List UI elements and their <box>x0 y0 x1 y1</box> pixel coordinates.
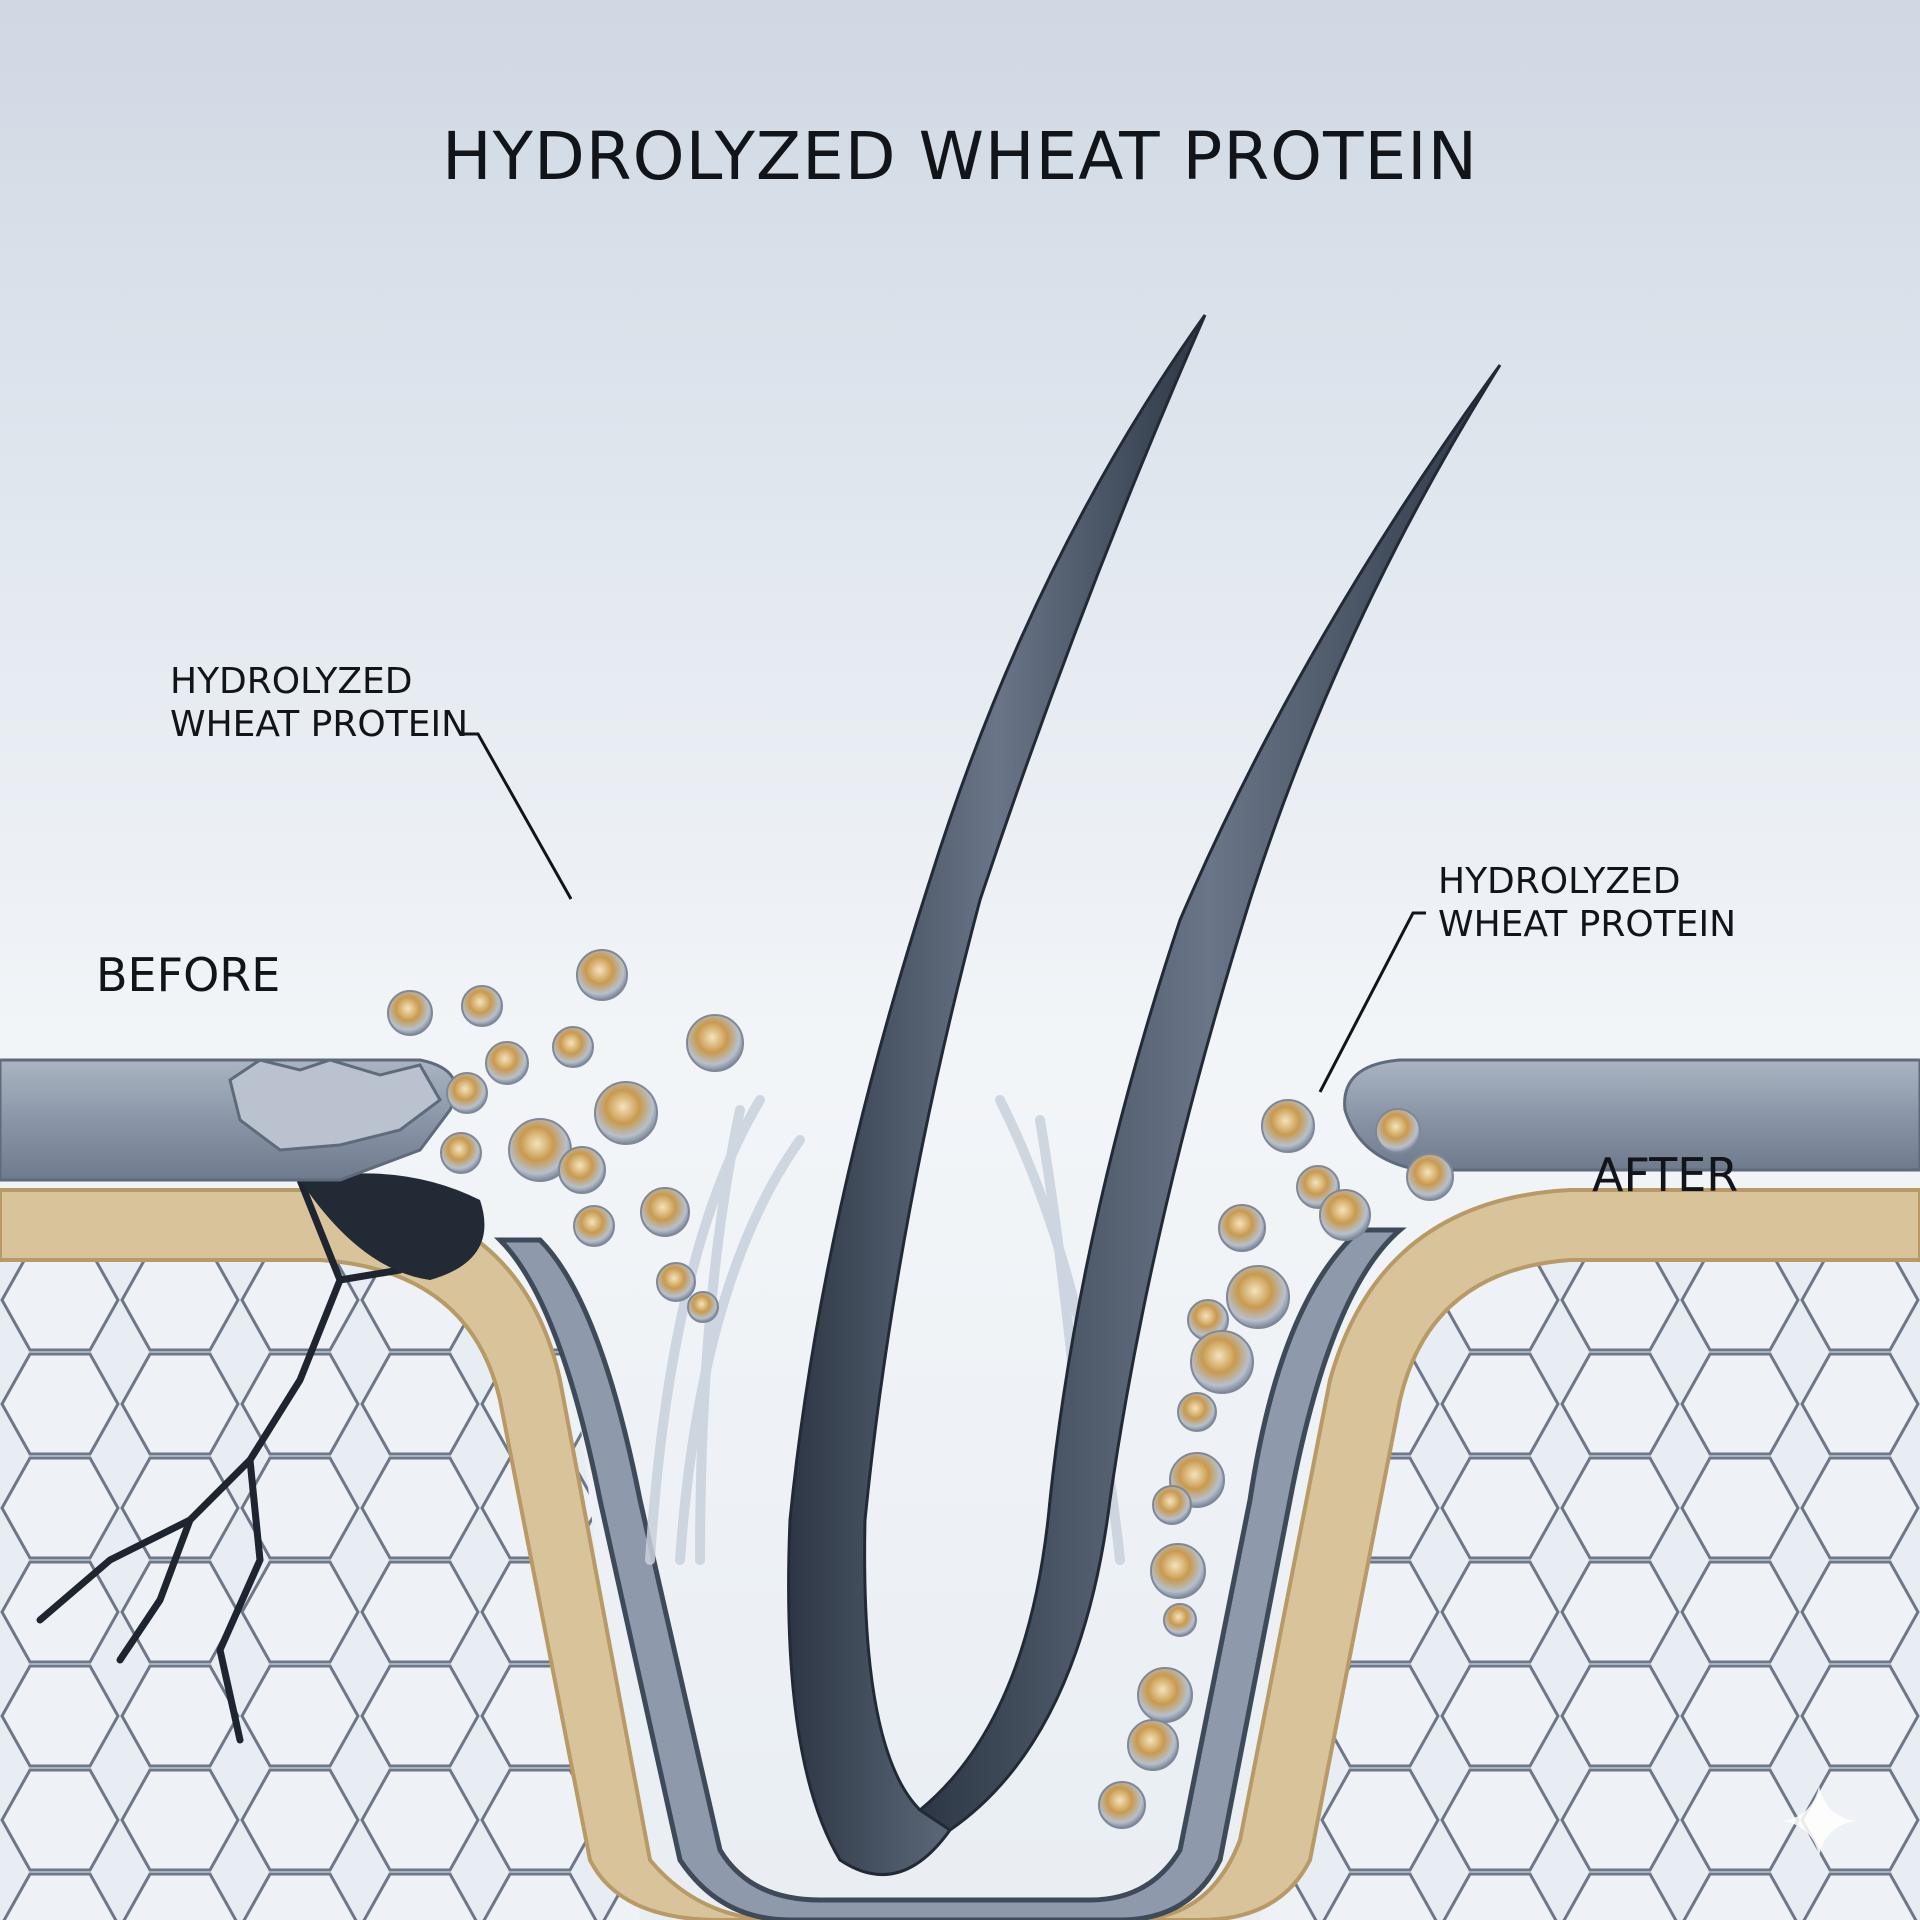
after-label: AFTER <box>1592 1148 1739 1202</box>
cell-tissue-left <box>0 1240 640 1920</box>
cell-tissue-right <box>1260 1230 1920 1920</box>
protein-sphere <box>1152 1485 1192 1525</box>
protein-sphere <box>552 1026 594 1068</box>
dermis-band <box>0 1188 1920 1920</box>
diagram-title: HYDROLYZED WHEAT PROTEIN <box>442 118 1478 195</box>
protein-sphere <box>1375 1108 1421 1154</box>
surface-layer-right <box>1343 1058 1920 1172</box>
protein-sphere <box>440 1132 482 1174</box>
protein-sphere <box>656 1262 696 1302</box>
surface-damage <box>228 1058 442 1152</box>
callout-left-line1: HYDROLYZED <box>170 661 413 702</box>
protein-sphere <box>1098 1781 1146 1829</box>
callout-left-line2: WHEAT PROTEIN <box>170 704 469 745</box>
callout-right-line1: HYDROLYZED <box>1438 861 1681 902</box>
callout-right-line2: WHEAT PROTEIN <box>1438 904 1737 945</box>
tissue-crack <box>36 1176 404 1744</box>
protein-sphere <box>1226 1265 1290 1329</box>
protein-sphere <box>461 985 503 1027</box>
protein-sphere <box>686 1014 744 1072</box>
protein-sphere <box>1163 1603 1197 1637</box>
protein-sphere <box>558 1146 606 1194</box>
protein-sphere <box>1190 1330 1254 1394</box>
protein-sphere <box>573 1205 615 1247</box>
protein-spheres-right <box>1098 1099 1454 1829</box>
sparkle-icon <box>1784 1786 1854 1856</box>
protein-spheres-left <box>387 949 744 1323</box>
protein-sphere <box>687 1291 719 1323</box>
hair-shaft-right <box>917 364 1502 1832</box>
before-label: BEFORE <box>96 948 281 1002</box>
hair-shaft-left <box>787 314 1207 1876</box>
follicle-sheath <box>493 1227 1407 1920</box>
protein-sphere <box>387 990 433 1036</box>
protein-sphere <box>1177 1392 1217 1432</box>
callout-leader-right <box>1318 911 1426 1093</box>
protein-sphere <box>1127 1719 1179 1771</box>
protein-sphere <box>594 1081 658 1145</box>
protein-sphere <box>1406 1153 1454 1201</box>
callout-leader-left <box>462 732 573 900</box>
protein-sphere <box>1261 1099 1315 1153</box>
protein-sphere <box>485 1041 529 1085</box>
fiber-bundle-left <box>645 1095 805 1565</box>
protein-sphere <box>576 949 628 1001</box>
protein-sphere <box>640 1187 690 1237</box>
callout-right: HYDROLYZED WHEAT PROTEIN <box>1438 860 1736 946</box>
cavity-dark <box>300 1173 485 1280</box>
protein-sphere <box>1319 1189 1371 1241</box>
protein-sphere <box>446 1072 488 1114</box>
protein-sphere <box>1137 1667 1193 1723</box>
protein-sphere <box>1218 1204 1266 1252</box>
callout-left: HYDROLYZED WHEAT PROTEIN <box>170 660 468 746</box>
protein-sphere <box>1150 1543 1206 1599</box>
